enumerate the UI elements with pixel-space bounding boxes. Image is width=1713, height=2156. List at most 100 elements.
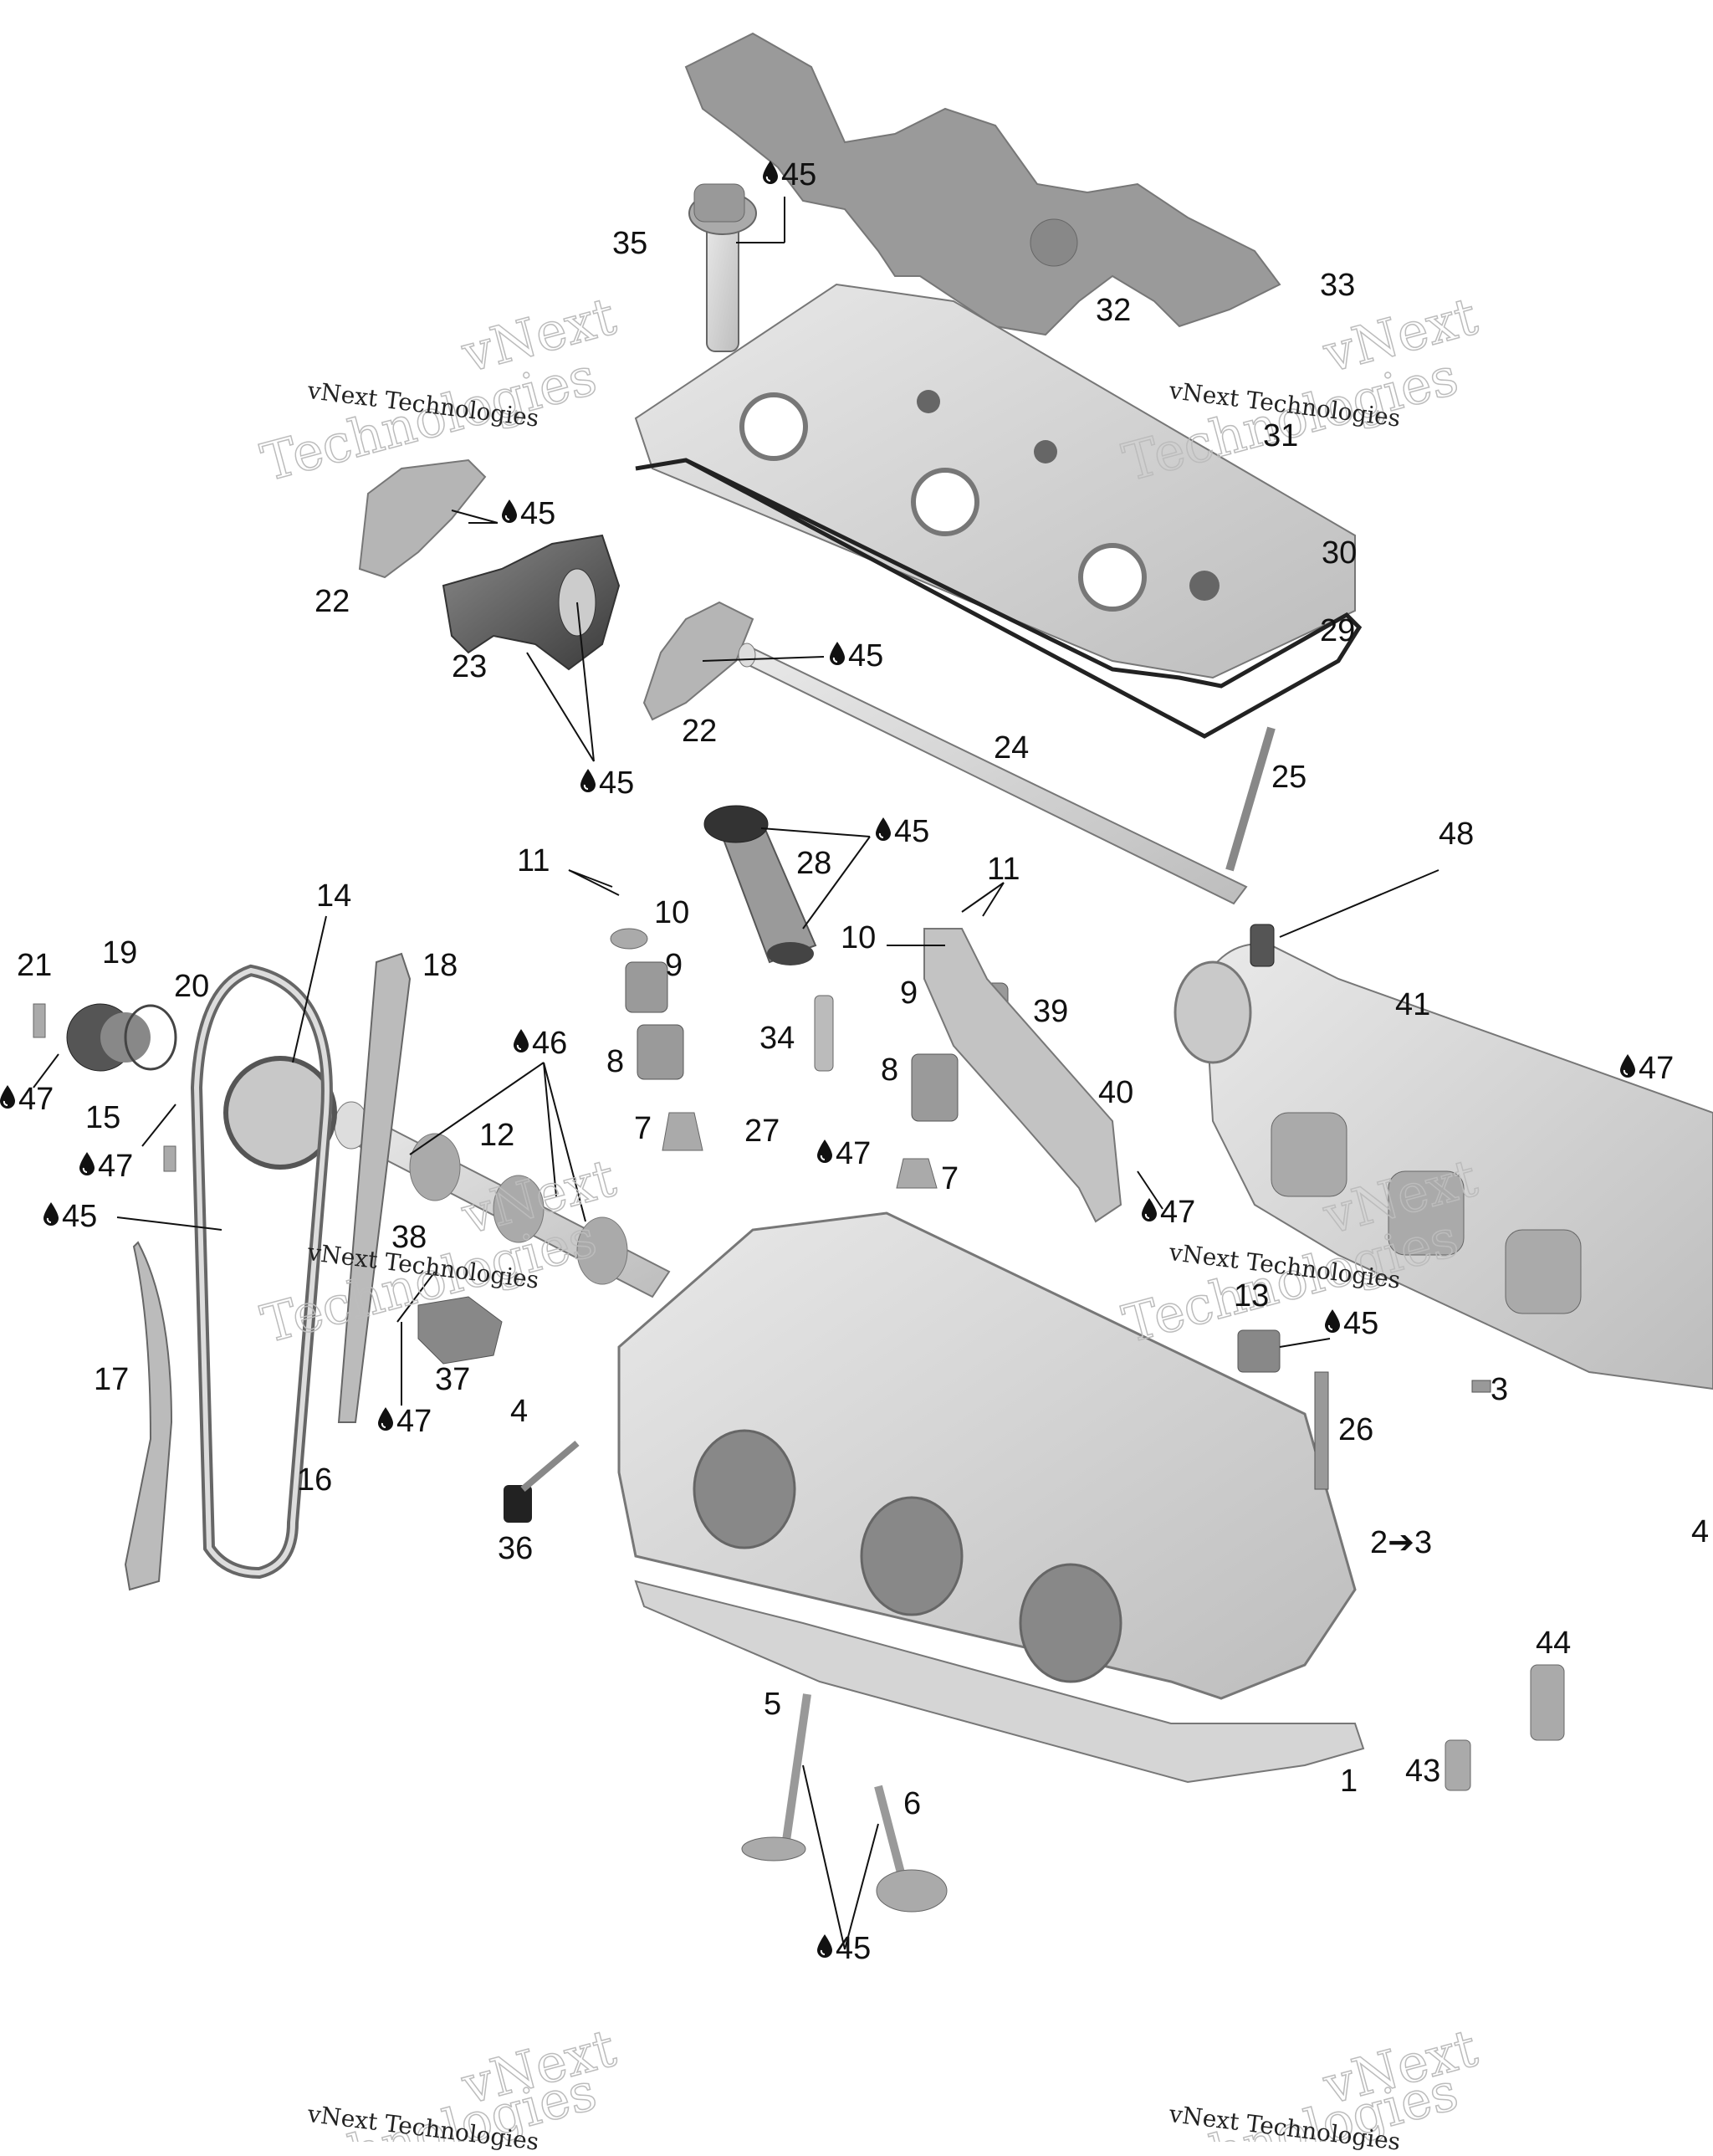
head-gasket-part-1 [634, 1580, 1365, 1784]
callout-number: 44 [1536, 1626, 1572, 1661]
bolt-part-25 [1225, 726, 1276, 872]
callout-c16: 16 [297, 1464, 332, 1496]
part-3 [1471, 1380, 1491, 1393]
callout-number: 20 [174, 969, 210, 1004]
sensor-part-48 [1250, 924, 1275, 967]
oil-drop-icon [874, 814, 894, 849]
oil-drop-icon [828, 638, 848, 673]
part-13 [1237, 1329, 1281, 1373]
callout-number: 4 [510, 1394, 529, 1429]
callout-number: 22 [682, 714, 718, 749]
callout-c10b: 10 [841, 922, 876, 954]
valve-spring-part-8a [637, 1024, 684, 1080]
valve-cover-part-30 [634, 283, 1356, 679]
oil-drop-icon [1618, 1051, 1639, 1086]
oil-cap-part-35 [688, 183, 757, 352]
callout-number: 47 [396, 1404, 432, 1439]
callout-c22b: 22 [682, 715, 717, 747]
oil-drop-icon [78, 1149, 98, 1184]
engine-cover-part-33 [684, 32, 1281, 336]
callout-number: 9 [900, 976, 918, 1011]
callout-c6: 6 [903, 1788, 921, 1820]
callout-c31: 31 [1263, 420, 1298, 452]
callout-number: 33 [1320, 268, 1356, 303]
callout-number: 30 [1322, 535, 1358, 571]
callout-c45-top: 45 [761, 159, 816, 191]
callout-c47-27: 47 [816, 1138, 871, 1170]
bolt-part-26 [1314, 1371, 1329, 1490]
o-ring-part-20 [124, 1004, 177, 1071]
callout-c45-13: 45 [1323, 1308, 1378, 1339]
callout-c45-chain: 45 [42, 1201, 97, 1232]
callout-c9a: 9 [665, 950, 683, 981]
callout-c44: 44 [1536, 1627, 1571, 1659]
callout-c24: 24 [994, 732, 1029, 764]
oil-drop-icon [376, 1404, 396, 1439]
callout-c7a: 7 [634, 1113, 652, 1145]
callout-c47-15: 47 [78, 1150, 133, 1182]
callout-number: 37 [435, 1362, 471, 1397]
callout-number: 8 [606, 1044, 625, 1079]
callout-c14: 14 [316, 880, 351, 912]
callout-c21: 21 [17, 950, 52, 981]
callout-number: 23 [452, 649, 488, 684]
callout-c41: 41 [1395, 989, 1430, 1021]
callout-c34: 34 [759, 1022, 795, 1054]
callout-c29: 29 [1320, 615, 1355, 647]
bolt-part-21 [33, 1003, 46, 1038]
callout-c15: 15 [85, 1102, 120, 1134]
oil-drop-icon [42, 1199, 62, 1234]
callout-c39: 39 [1033, 996, 1068, 1027]
callout-c45-mid: 45 [828, 640, 883, 672]
oil-drop-icon [761, 157, 781, 192]
callout-c20: 20 [174, 970, 209, 1002]
callout-number: 21 [17, 948, 53, 983]
cylinder-head-part-1 [617, 1211, 1357, 1700]
callout-number: 25 [1271, 760, 1307, 795]
callout-number: 9 [665, 948, 683, 983]
callout-number: 15 [85, 1100, 121, 1135]
callout-number: 17 [94, 1362, 130, 1397]
callout-c5: 5 [764, 1688, 781, 1720]
callout-number: 45 [848, 638, 884, 673]
valve-spring-part-9a [625, 961, 668, 1013]
callout-number: 41 [1395, 987, 1431, 1022]
callout-number: 45 [1343, 1306, 1379, 1341]
oil-drop-icon [512, 1026, 532, 1061]
callout-c12: 12 [479, 1119, 514, 1151]
callout-c32: 32 [1096, 294, 1131, 326]
callout-number: 11 [987, 852, 1020, 887]
callout-c13: 13 [1234, 1280, 1269, 1312]
callout-c37: 37 [435, 1364, 470, 1396]
callout-c28: 28 [796, 848, 831, 879]
callout-number: 48 [1439, 817, 1475, 852]
callout-number: 31 [1263, 418, 1299, 453]
callout-number: 1 [1340, 1764, 1358, 1799]
callout-number: 8 [881, 1052, 899, 1088]
callout-c22a: 22 [314, 586, 350, 617]
valve-part-5 [741, 1693, 811, 1862]
callout-number: 46 [532, 1026, 568, 1061]
svg-text:Technologies: Technologies [1117, 2061, 1464, 2142]
rocker-shaft-part-24 [738, 643, 1248, 905]
callout-number: 47 [98, 1149, 134, 1184]
callout-c7b: 7 [941, 1163, 959, 1195]
oil-drop-icon [579, 766, 599, 801]
oil-drop-icon [1140, 1195, 1160, 1230]
callout-number: 45 [62, 1199, 98, 1234]
callout-c1: 1 [1340, 1765, 1358, 1797]
callout-c11b: 11 [987, 853, 1020, 885]
callout-c47-40: 47 [1140, 1196, 1195, 1228]
callout-number: 10 [654, 895, 690, 930]
callout-c11a: 11 [517, 845, 550, 877]
leader-lines [33, 197, 1439, 1950]
valve-seal-part-7b [896, 1158, 938, 1189]
chain-guide-part-18 [337, 952, 412, 1423]
callout-number: 40 [1098, 1075, 1134, 1110]
cam-sprocket-part-14 [223, 1056, 337, 1170]
bracket-part-39 [923, 928, 1122, 1223]
callout-c17: 17 [94, 1364, 129, 1396]
sensor-part-36 [504, 1485, 532, 1523]
callout-number: 47 [18, 1082, 54, 1117]
callout-number: 45 [599, 766, 635, 801]
